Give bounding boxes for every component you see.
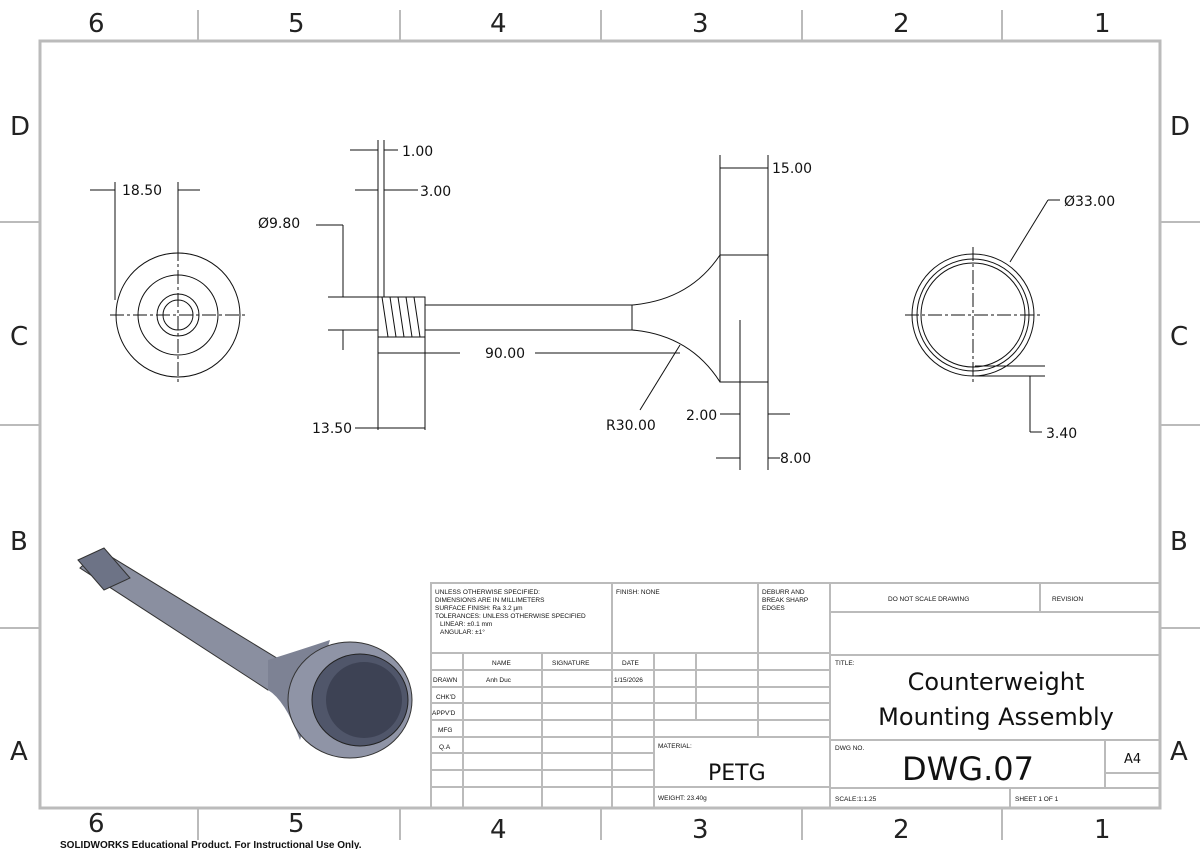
deburr-line-2: BREAK SHARP <box>762 597 808 604</box>
zone-row-a-left: A <box>10 737 28 767</box>
material-label: MATERIAL: <box>658 743 692 750</box>
zone-labels: 6 5 4 3 2 1 6 5 4 3 2 1 D C B A D C B A <box>10 9 1190 845</box>
zone-row-c-right: C <box>1170 322 1188 352</box>
dim-3-40: 3.40 <box>1046 426 1077 442</box>
zone-row-b-left: B <box>10 527 28 557</box>
role-qa: Q.A <box>439 744 451 751</box>
zone-col-2-top: 2 <box>893 9 910 39</box>
role-approved: APPV'D <box>432 710 456 717</box>
dwg-no-label: DWG NO. <box>835 745 864 752</box>
zone-col-4-top: 4 <box>490 9 507 39</box>
side-view <box>316 140 790 470</box>
do-not-scale-label: DO NOT SCALE DRAWING <box>888 596 969 603</box>
zone-row-c-left: C <box>10 322 28 352</box>
note-line-3: SURFACE FINISH: Ra 3.2 µm <box>435 605 523 612</box>
role-drawn: DRAWN <box>433 677 458 684</box>
zone-col-2-bottom: 2 <box>893 815 910 845</box>
role-mfg: MFG <box>438 727 452 734</box>
dim-15-00: 15.00 <box>772 161 812 177</box>
drawing-title-line-2: Mounting Assembly <box>878 703 1114 731</box>
zone-row-b-right: B <box>1170 527 1188 557</box>
zone-col-1-bottom: 1 <box>1094 815 1111 845</box>
zone-col-6-top: 6 <box>88 9 105 39</box>
dim-18-50: 18.50 <box>122 183 162 199</box>
zone-row-a-right: A <box>1170 737 1188 767</box>
sheet-size: A4 <box>1124 752 1141 767</box>
note-line-2: DIMENSIONS ARE IN MILLIMETERS <box>435 597 545 604</box>
zone-row-d-right: D <box>1170 112 1190 142</box>
zone-col-5-top: 5 <box>288 9 305 39</box>
zone-col-3-top: 3 <box>692 9 709 39</box>
header-name: NAME <box>492 660 511 667</box>
zone-col-4-bottom: 4 <box>490 815 507 845</box>
header-signature: SIGNATURE <box>552 660 590 667</box>
weight-text: WEIGHT: 23.40g <box>658 795 707 802</box>
role-checked: CHK'D <box>436 694 456 701</box>
note-line-5: LINEAR: ±0.1 mm <box>440 621 492 628</box>
deburr-line-1: DEBURR AND <box>762 589 805 596</box>
dim-dia-9-80: Ø9.80 <box>258 216 300 232</box>
zone-col-1-top: 1 <box>1094 9 1111 39</box>
zone-col-5-bottom: 5 <box>288 809 305 839</box>
title-label: TITLE: <box>835 660 855 667</box>
dim-r30-00: R30.00 <box>606 418 656 434</box>
revision-label: REVISION <box>1052 596 1083 603</box>
dim-1-00: 1.00 <box>402 144 433 160</box>
dim-90-00: 90.00 <box>485 346 525 362</box>
zone-ticks <box>0 10 1200 840</box>
material-value: PETG <box>708 761 766 786</box>
note-line-4: TOLERANCES: UNLESS OTHERWISE SPECIFIED <box>435 613 586 620</box>
zone-row-d-left: D <box>10 112 30 142</box>
dwg-no-value: DWG.07 <box>902 750 1034 788</box>
deburr-line-3: EDGES <box>762 605 785 612</box>
dim-8-00: 8.00 <box>780 451 811 467</box>
title-block: UNLESS OTHERWISE SPECIFIED: DIMENSIONS A… <box>432 589 1141 803</box>
isometric-view <box>77 547 413 759</box>
note-line-1: UNLESS OTHERWISE SPECIFIED: <box>435 589 540 596</box>
dim-2-00: 2.00 <box>686 408 717 424</box>
note-line-6: ANGULAR: ±1° <box>440 628 485 636</box>
finish-text: FINISH: NONE <box>616 589 660 596</box>
drawing-title-line-1: Counterweight <box>908 668 1085 696</box>
title-block-grid <box>430 582 1161 809</box>
educational-watermark: SOLIDWORKS Educational Product. For Inst… <box>60 840 362 849</box>
header-date: DATE <box>622 660 640 667</box>
drawn-date: 1/15/2026 <box>614 677 643 684</box>
zone-col-6-bottom: 6 <box>88 809 105 839</box>
dim-13-50: 13.50 <box>312 421 352 437</box>
zone-col-3-bottom: 3 <box>692 815 709 845</box>
right-end-view <box>905 199 1060 433</box>
drawn-name: Anh Duc <box>486 677 512 684</box>
sheet-number: SHEET 1 OF 1 <box>1015 796 1059 803</box>
left-end-view <box>90 182 246 383</box>
dim-3-00: 3.00 <box>420 184 451 200</box>
scale-text: SCALE:1:1.25 <box>835 796 877 803</box>
dim-dia-33-00: Ø33.00 <box>1064 194 1115 210</box>
